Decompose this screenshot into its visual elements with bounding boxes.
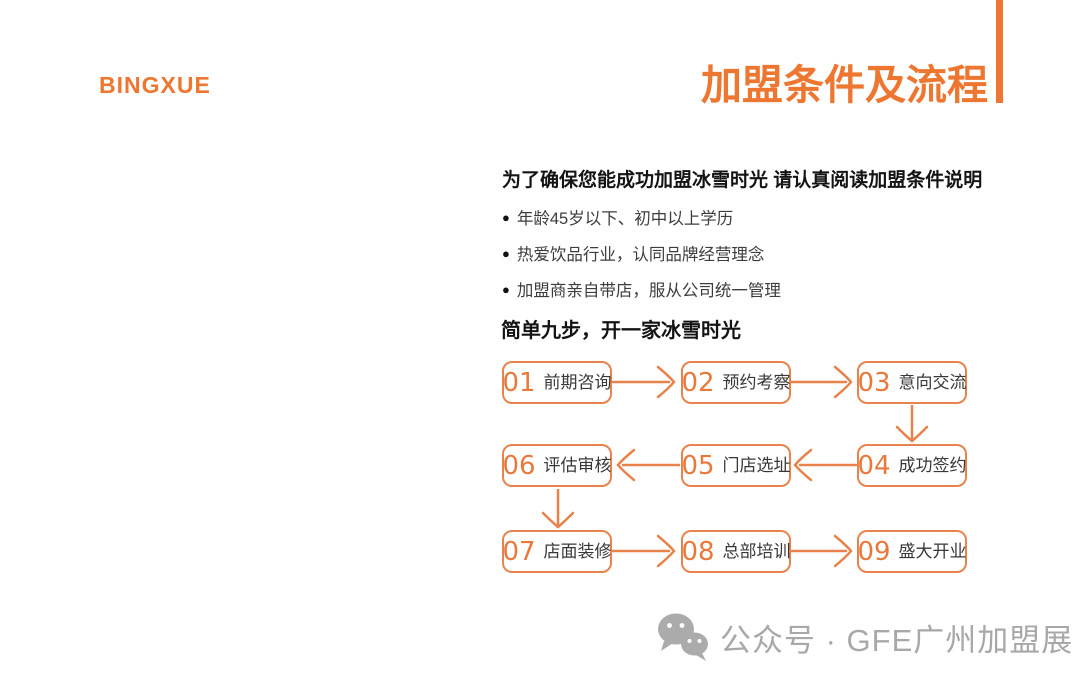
arrow-left-icon (612, 446, 680, 484)
step-number: 06 (502, 450, 536, 481)
step-label: 评估审核 (543, 456, 612, 475)
step-box-01: 01 前期咨询 (502, 361, 612, 404)
arrow-left-icon (789, 446, 857, 484)
step-box-08: 08 总部培训 (681, 530, 791, 573)
arrow-right-icon (612, 532, 680, 570)
step-number: 01 (502, 367, 536, 398)
step-box-05: 05 门店选址 (681, 444, 791, 487)
brand-logo: BINGXUE (99, 72, 211, 98)
step-box-09: 09 盛大开业 (857, 530, 967, 573)
page-title: 加盟条件及流程 (701, 62, 988, 108)
step-number: 02 (681, 367, 715, 398)
step-label: 店面装修 (543, 542, 612, 561)
step-box-04: 04 成功签约 (857, 444, 967, 487)
condition-item: ● 加盟商亲自带店，服从公司统一管理 (502, 277, 1002, 301)
condition-item: ● 热爱饮品行业，认同品牌经营理念 (502, 241, 1002, 265)
step-number: 04 (857, 450, 891, 481)
step-box-03: 03 意向交流 (857, 361, 967, 404)
step-number: 05 (681, 450, 715, 481)
step-label: 成功签约 (898, 456, 967, 475)
step-label: 总部培训 (722, 542, 791, 561)
step-box-02: 02 预约考察 (681, 361, 791, 404)
watermark: 公众号 · GFE广州加盟展 (656, 612, 1073, 662)
arrow-right-icon (789, 363, 857, 401)
step-label: 门店选址 (722, 456, 791, 475)
process-heading: 简单九步，开一家冰雪时光 (501, 320, 741, 342)
condition-item: ● 年龄45岁以下、初中以上学历 (502, 205, 1002, 229)
step-label: 意向交流 (898, 373, 967, 392)
title-accent-bar (996, 0, 1003, 103)
step-label: 盛大开业 (898, 542, 967, 561)
step-number: 09 (857, 536, 891, 567)
step-label: 前期咨询 (543, 373, 612, 392)
condition-item-label: 年龄45岁以下、初中以上学历 (516, 210, 734, 228)
step-number: 03 (857, 367, 891, 398)
step-box-07: 07 店面装修 (502, 530, 612, 573)
arrow-right-icon (789, 532, 857, 570)
watermark-text: 公众号 · GFE广州加盟展 (720, 622, 1074, 658)
conditions-section: 为了确保您能成功加盟冰雪时光 请认真阅读加盟条件说明 ● 年龄45岁以下、初中以… (502, 165, 1002, 313)
condition-item-label: 加盟商亲自带店，服从公司统一管理 (516, 282, 781, 300)
step-number: 08 (681, 536, 715, 567)
step-box-06: 06 评估审核 (502, 444, 612, 487)
step-number: 07 (502, 536, 536, 567)
arrow-down-icon (539, 489, 577, 531)
step-label: 预约考察 (722, 373, 791, 392)
wechat-icon (658, 613, 708, 661)
bullet-icon: ● (502, 281, 510, 297)
arrow-right-icon (612, 363, 680, 401)
conditions-heading: 为了确保您能成功加盟冰雪时光 请认真阅读加盟条件说明 (502, 170, 983, 191)
condition-item-label: 热爱饮品行业，认同品牌经营理念 (516, 246, 765, 264)
bullet-icon: ● (502, 209, 510, 225)
bullet-icon: ● (502, 245, 510, 261)
arrow-down-icon (893, 405, 931, 445)
